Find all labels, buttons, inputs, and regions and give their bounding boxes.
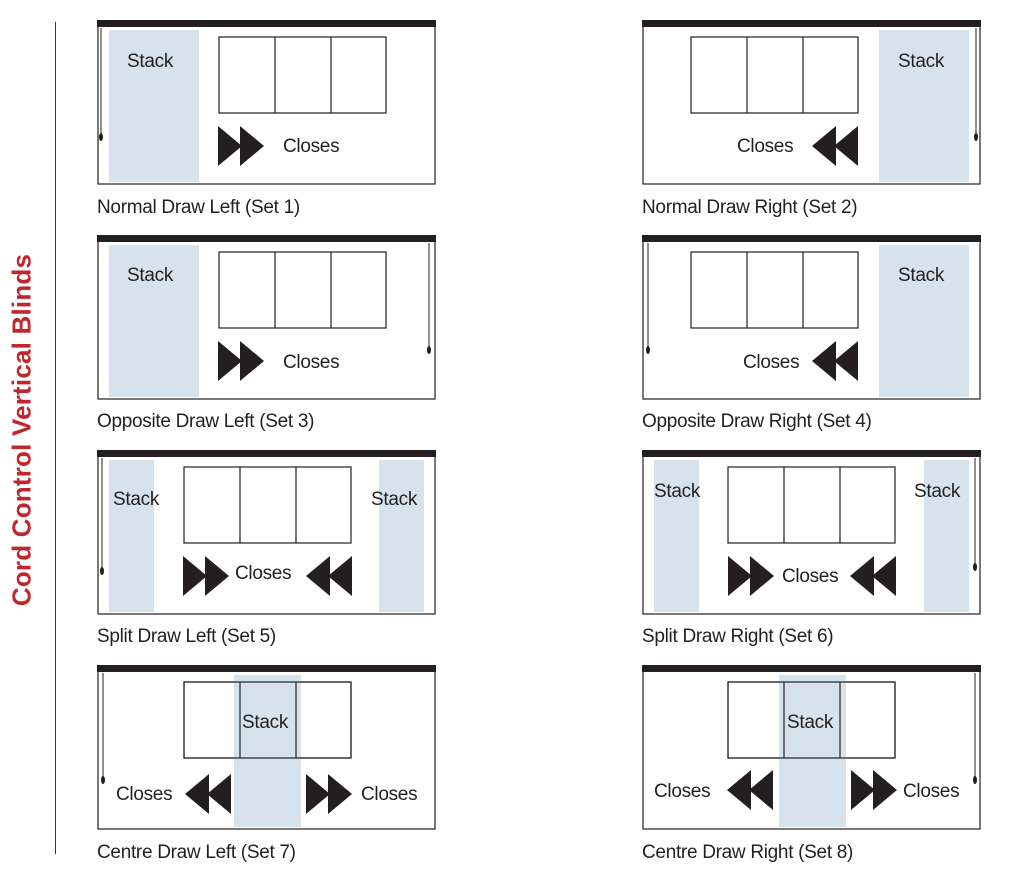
stack-label: Stack xyxy=(787,712,834,733)
stack-label: Stack xyxy=(242,712,289,733)
stack-label-right: Stack xyxy=(914,481,961,502)
stack-label: Stack xyxy=(898,265,945,286)
closes-label-left: Closes xyxy=(654,781,711,802)
diagram-set-8-graphic xyxy=(642,665,981,830)
diagram-set-6-graphic xyxy=(642,450,981,615)
divider-line xyxy=(55,22,56,854)
closes-label: Closes xyxy=(235,563,292,584)
closes-label: Closes xyxy=(283,352,340,373)
diagram-set-5: Stack Stack Closes Split Draw Left (Set … xyxy=(97,450,437,647)
diagram-set-2-graphic xyxy=(642,20,981,185)
diagram-set-5-graphic xyxy=(97,450,436,615)
stack-label: Stack xyxy=(127,51,174,72)
caption: Opposite Draw Right (Set 4) xyxy=(642,411,872,432)
closes-label-right: Closes xyxy=(903,781,960,802)
diagram-set-4-graphic xyxy=(642,235,981,400)
caption: Normal Draw Right (Set 2) xyxy=(642,197,858,218)
stack-label-right: Stack xyxy=(371,489,418,510)
stack-label: Stack xyxy=(898,51,945,72)
caption: Split Draw Left (Set 5) xyxy=(97,626,276,647)
closes-label: Closes xyxy=(782,566,839,587)
diagram-set-3: Stack Closes Opposite Draw Left (Set 3) xyxy=(97,235,437,432)
closes-label-left: Closes xyxy=(116,784,173,805)
diagram-set-1-graphic xyxy=(97,20,436,185)
caption: Split Draw Right (Set 6) xyxy=(642,626,834,647)
caption: Centre Draw Left (Set 7) xyxy=(97,842,296,863)
caption: Normal Draw Left (Set 1) xyxy=(97,197,300,218)
stack-label: Stack xyxy=(127,265,174,286)
closes-label: Closes xyxy=(737,136,794,157)
closes-label: Closes xyxy=(743,352,800,373)
diagram-set-7: Stack Closes Closes Centre Draw Left (Se… xyxy=(97,665,437,863)
caption: Opposite Draw Left (Set 3) xyxy=(97,411,315,432)
closes-label-right: Closes xyxy=(361,784,418,805)
diagram-set-7-graphic xyxy=(97,665,436,830)
side-title-text: Cord Control Vertical Blinds xyxy=(6,253,37,607)
caption: Centre Draw Right (Set 8) xyxy=(642,842,854,863)
diagram-set-3-graphic xyxy=(97,235,436,400)
diagram-set-8: Stack Closes Closes Centre Draw Right (S… xyxy=(642,665,982,863)
stack-label-left: Stack xyxy=(113,489,160,510)
diagram-set-2: Stack Closes Normal Draw Right (Set 2) xyxy=(642,20,982,218)
closes-label: Closes xyxy=(283,136,340,157)
diagram-set-1: Stack Closes Normal Draw Left (Set 1) xyxy=(97,20,437,218)
diagram-set-6: Stack Stack Closes Split Draw Right (Set… xyxy=(642,450,982,647)
stack-label-left: Stack xyxy=(654,481,701,502)
diagram-set-4: Stack Closes Opposite Draw Right (Set 4) xyxy=(642,235,982,432)
